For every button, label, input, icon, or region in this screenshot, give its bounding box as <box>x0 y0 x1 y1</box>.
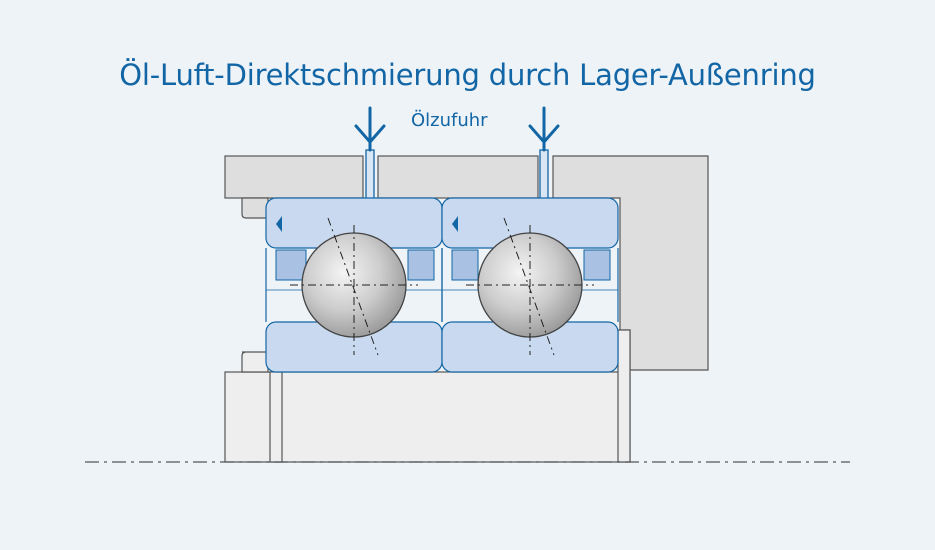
left-triangle-icon <box>452 216 458 232</box>
shaft-spacer-right <box>617 329 631 463</box>
housing-segment-middle <box>377 155 539 199</box>
down-arrow-icon <box>354 106 386 152</box>
cage-section <box>451 249 479 281</box>
housing-segment-left <box>224 155 364 199</box>
shaft <box>224 329 631 463</box>
cage-section <box>275 249 307 281</box>
cage-section <box>583 249 611 281</box>
shaft-spacer-left <box>269 371 283 463</box>
cage-section <box>407 249 435 281</box>
bearing-left <box>265 197 443 373</box>
housing <box>224 155 709 371</box>
diagram-title: Öl-Luft-Direktschmierung durch Lager-Auß… <box>119 58 816 92</box>
shaft-body <box>224 371 631 463</box>
left-triangle-icon <box>276 216 282 232</box>
bearing-right <box>441 197 619 373</box>
shaft-step-left <box>241 351 269 373</box>
down-arrow-icon <box>528 106 560 152</box>
housing-step-left <box>241 197 269 219</box>
oil-supply-label: Ölzufuhr <box>411 110 488 131</box>
